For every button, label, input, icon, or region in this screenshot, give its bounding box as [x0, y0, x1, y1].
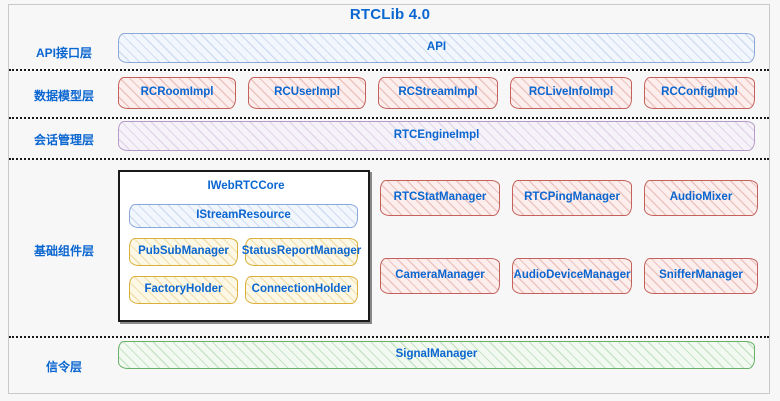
node-cameramanager[interactable]: CameraManager: [380, 258, 500, 294]
divider-component-signal: [9, 336, 769, 338]
node-rcuserimpl-label: RCUserImpl: [274, 86, 340, 99]
node-istreamresource-label: IStreamResource: [196, 209, 291, 222]
node-rcliveinfoimpl[interactable]: RCLiveInfoImpl: [510, 77, 632, 109]
node-rtcengineimpl[interactable]: RTCEngineImpl: [118, 121, 755, 151]
node-audiomixer[interactable]: AudioMixer: [644, 180, 758, 216]
node-rcroomimpl-label: RCRoomImpl: [140, 86, 214, 99]
node-audiomixer-label: AudioMixer: [669, 191, 733, 204]
node-rcstreamimpl[interactable]: RCStreamImpl: [378, 77, 498, 109]
layer-label-component: 基础组件层: [33, 244, 94, 258]
node-rtcpingmanager-label: RTCPingManager: [524, 191, 620, 204]
node-connectionholder[interactable]: ConnectionHolder: [245, 276, 358, 304]
node-factoryholder-label: FactoryHolder: [144, 283, 223, 296]
node-rcstreamimpl-label: RCStreamImpl: [398, 86, 478, 99]
node-rcconfigimpl[interactable]: RCConfigImpl: [644, 77, 755, 109]
node-api[interactable]: API: [118, 33, 755, 63]
node-audiodevicemanager-label: AudioDeviceManager: [513, 269, 631, 282]
node-signalmanager-label: SignalManager: [395, 348, 478, 361]
node-statusreportmanager-label: StatusReportManager: [241, 245, 362, 258]
node-rcroomimpl[interactable]: RCRoomImpl: [118, 77, 236, 109]
node-rcuserimpl[interactable]: RCUserImpl: [248, 77, 366, 109]
node-statusreportmanager[interactable]: StatusReportManager: [242, 238, 361, 266]
node-signalmanager[interactable]: SignalManager: [118, 341, 755, 369]
node-factoryholder[interactable]: FactoryHolder: [129, 276, 238, 304]
node-istreamresource[interactable]: IStreamResource: [129, 204, 358, 228]
page-title: RTCLib 4.0: [349, 6, 431, 23]
node-rcliveinfoimpl-label: RCLiveInfoImpl: [528, 86, 614, 99]
node-sniffermanager[interactable]: SnifferManager: [644, 258, 758, 294]
node-pubsubmanager-label: PubSubManager: [138, 245, 229, 258]
node-cameramanager-label: CameraManager: [395, 269, 485, 282]
layer-label-signal: 信令层: [45, 360, 82, 374]
divider-api-datamodel: [9, 69, 769, 71]
divider-datamodel-session: [9, 117, 769, 119]
node-api-label: API: [426, 41, 447, 54]
divider-session-component: [9, 158, 769, 160]
layer-label-data-model: 数据模型层: [33, 89, 94, 103]
node-rtcengineimpl-label: RTCEngineImpl: [393, 129, 480, 142]
node-sniffermanager-label: SnifferManager: [659, 269, 743, 282]
node-rcconfigimpl-label: RCConfigImpl: [661, 86, 738, 99]
node-rtcpingmanager[interactable]: RTCPingManager: [512, 180, 632, 216]
node-pubsubmanager[interactable]: PubSubManager: [129, 238, 238, 266]
node-audiodevicemanager[interactable]: AudioDeviceManager: [512, 258, 632, 294]
node-rtcstatmanager[interactable]: RTCStatManager: [380, 180, 500, 216]
node-rtcstatmanager-label: RTCStatManager: [393, 191, 487, 204]
layer-label-session: 会话管理层: [33, 133, 94, 147]
iwebrtccore-title: IWebRTCCore: [207, 180, 285, 192]
layer-label-api: API接口层: [35, 46, 92, 60]
node-connectionholder-label: ConnectionHolder: [251, 283, 352, 296]
